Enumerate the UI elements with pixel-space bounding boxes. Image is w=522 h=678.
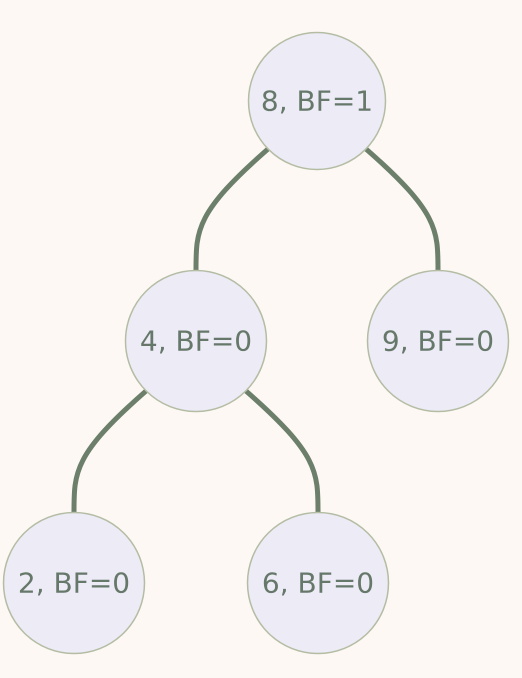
node-label: 4, BF=0 xyxy=(140,325,252,358)
tree-node-8: 8, BF=1 xyxy=(247,31,387,171)
node-circle xyxy=(124,269,268,413)
node-circle xyxy=(2,511,146,655)
tree-node-6: 6, BF=0 xyxy=(246,511,390,655)
edge-4-to-2 xyxy=(71,389,148,513)
node-circle xyxy=(366,269,510,413)
node-circle xyxy=(246,511,390,655)
tree-node-9: 9, BF=0 xyxy=(366,269,510,413)
node-label: 8, BF=1 xyxy=(261,85,373,118)
node-label: 6, BF=0 xyxy=(262,567,374,600)
tree-nodes: 8, BF=1 4, BF=0 9, BF=0 2, BF=0 6, BF=0 xyxy=(2,31,510,655)
edge-8-to-9 xyxy=(364,147,441,271)
node-label: 2, BF=0 xyxy=(18,567,130,600)
tree-node-2: 2, BF=0 xyxy=(2,511,146,655)
tree-edges xyxy=(71,147,441,513)
edge-4-to-6 xyxy=(244,389,321,513)
node-label: 9, BF=0 xyxy=(382,325,494,358)
edge-8-to-4 xyxy=(193,147,270,271)
node-circle xyxy=(247,31,387,171)
tree-node-4: 4, BF=0 xyxy=(124,269,268,413)
